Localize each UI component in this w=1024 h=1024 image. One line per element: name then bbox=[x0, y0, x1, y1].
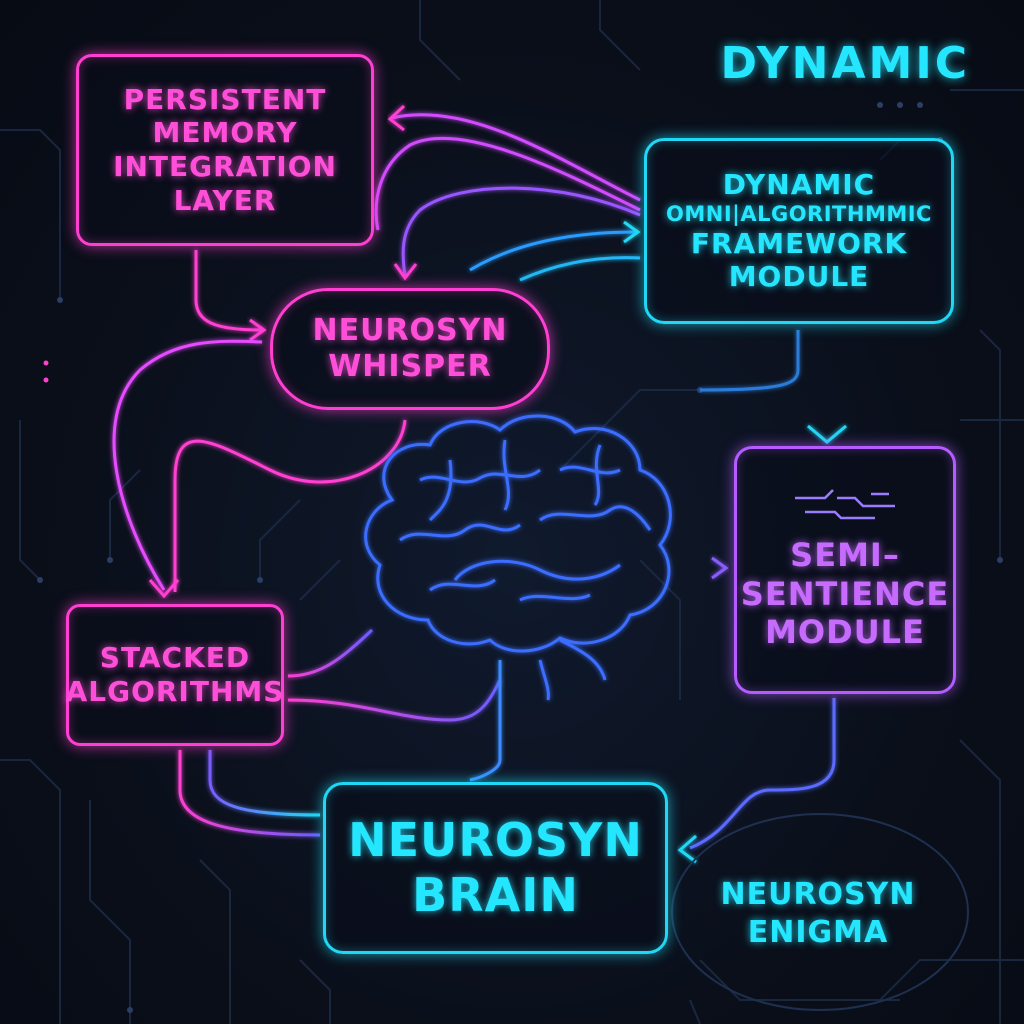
arrowhead-dynamic-1 bbox=[623, 220, 641, 244]
arrow-dynamic-side-line bbox=[699, 330, 800, 392]
arrow-whisper-to-dynamic-2 bbox=[519, 256, 641, 282]
node-label-line: INTEGRATION bbox=[113, 150, 337, 183]
node-label-line: DYNAMIC bbox=[722, 168, 876, 202]
arrow-dynamic-to-persistent bbox=[391, 113, 641, 202]
enigma-label-line: NEUROSYN bbox=[720, 877, 916, 912]
node-label-line: SENTIENCE bbox=[740, 574, 950, 613]
arrowhead-persistent bbox=[387, 104, 406, 132]
node-label-line: MEMORY bbox=[152, 116, 298, 150]
brain-icon bbox=[364, 414, 672, 701]
arrowhead-semi-left bbox=[711, 556, 729, 580]
persistent-memory-integration-layer-node: PERSISTENT MEMORY INTEGRATION LAYER bbox=[76, 54, 374, 246]
line-brain-stem-1 bbox=[469, 660, 502, 782]
arrowhead-semi-top bbox=[807, 424, 847, 444]
arrow-whisper-to-stacked bbox=[173, 419, 407, 592]
line-stacked-to-brainbox-2 bbox=[208, 750, 321, 817]
node-label-line: ALGORITHMS bbox=[65, 675, 285, 708]
neurosyn-enigma-label: NEUROSYN ENIGMA bbox=[690, 876, 946, 951]
line-stacked-to-brainbox bbox=[178, 750, 321, 837]
arrowhead-whisper-left bbox=[249, 318, 267, 342]
neurosyn-brain-node: NEUROSYN BRAIN bbox=[323, 782, 668, 954]
node-label-line: STACKED bbox=[99, 641, 251, 675]
neurosyn-whisper-node: NEUROSYN WHISPER bbox=[270, 288, 550, 410]
arrow-stacked-to-whisper bbox=[112, 339, 263, 591]
accent-dots bbox=[43, 360, 49, 383]
arrow-whisper-to-dynamic bbox=[469, 230, 637, 272]
arrowhead-stacked bbox=[148, 579, 180, 599]
node-label-line: MODULE bbox=[765, 613, 925, 652]
node-label-line: SEMI– bbox=[790, 536, 900, 575]
semi-sentience-module-node: SEMI– SENTIENCE MODULE bbox=[734, 446, 956, 694]
arrowhead-whisper-top bbox=[393, 263, 418, 281]
arrow-dynamic-to-whisper bbox=[401, 186, 641, 277]
node-label-line: NEUROSYN bbox=[312, 313, 508, 348]
node-label-line: BRAIN bbox=[412, 868, 579, 922]
line-stacked-to-brain-1 bbox=[287, 628, 374, 678]
arrow-persistent-to-whisper bbox=[194, 250, 263, 332]
node-label-line: NEUROSYN bbox=[348, 812, 643, 867]
arrowhead-brainbox-right bbox=[677, 834, 697, 864]
line-stacked-to-brain-2 bbox=[287, 679, 502, 722]
enigma-label-line: ENIGMA bbox=[747, 914, 889, 950]
arrow-semi-to-brainbox bbox=[689, 698, 836, 850]
enigma-outline bbox=[671, 813, 969, 1011]
node-label-line: LAYER bbox=[173, 183, 277, 217]
diagram-title: DYNAMIC bbox=[720, 38, 970, 89]
node-label-line: FRAMEWORK bbox=[690, 226, 908, 260]
node-label-line: MODULE bbox=[728, 260, 870, 294]
stacked-algorithms-node: STACKED ALGORITHMS bbox=[66, 604, 284, 746]
dynamic-framework-module-node: DYNAMIC OMNI|ALGORITHMMIC FRAMEWORK MODU… bbox=[644, 138, 954, 324]
arrow-dynamic-to-persistent-2 bbox=[374, 136, 641, 231]
node-label-line: PERSISTENT bbox=[123, 82, 327, 116]
circuit-glyph-icon bbox=[795, 489, 895, 520]
node-label-line: WHISPER bbox=[328, 349, 492, 384]
node-label-line: OMNI|ALGORITHMMIC bbox=[666, 201, 932, 226]
